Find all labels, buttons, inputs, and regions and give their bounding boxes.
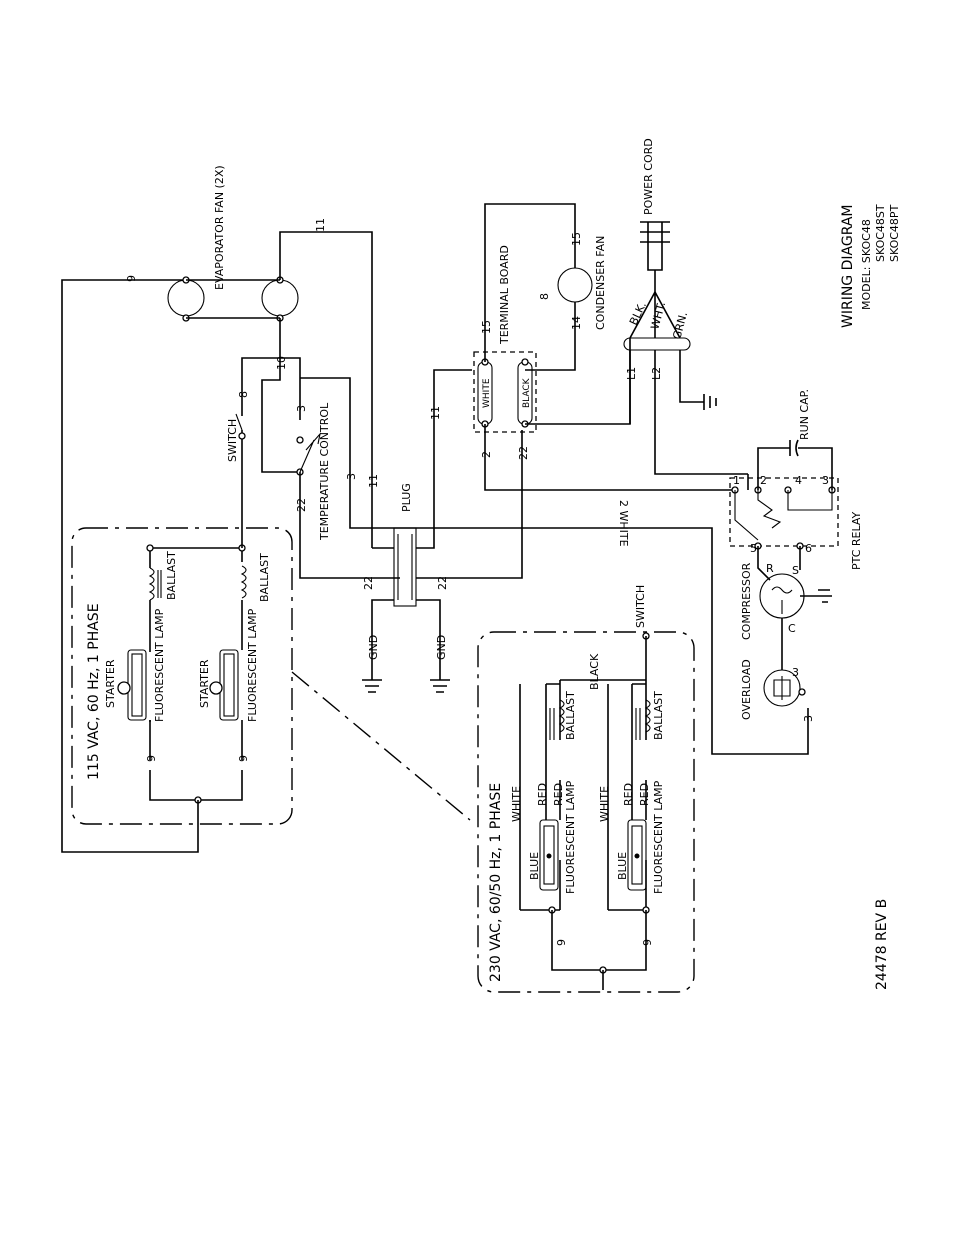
terminal-5: 5	[750, 542, 757, 555]
overload-terminal-3b: 3	[802, 715, 815, 722]
condenser-fan-motor	[557, 267, 593, 303]
fluorescent-lamp-1: STARTER FLUORESCENT LAMP	[104, 608, 166, 722]
starter-1-label: STARTER	[104, 659, 117, 708]
blk-label: BLK.	[627, 300, 649, 328]
ptc-relay: PTC RELAY 1 2 4 3 5 6 RUN CAP.	[729, 389, 863, 581]
black-wire-label: BLACK	[588, 653, 601, 690]
plug: PLUG 11 22 22 GND GND	[362, 369, 530, 693]
blue-wire-label: BLUE	[616, 852, 629, 880]
ballast-1-label: BALLAST	[165, 551, 178, 600]
wire-number-3: 3	[345, 473, 358, 480]
run-cap-label: RUN CAP.	[798, 389, 811, 440]
section-115vac-label: 115 VAC, 60 Hz, 1 PHASE	[86, 603, 102, 780]
model-line-3: SKOC48PT	[888, 204, 901, 262]
terminal-board-label: TERMINAL BOARD	[498, 245, 511, 345]
starter-2-label: STARTER	[198, 659, 211, 708]
tb-white-label: WHITE	[482, 378, 492, 408]
wire-number-3: 3	[295, 405, 308, 412]
wire-number-22: 22	[436, 576, 449, 590]
wire-number-14: 14	[570, 316, 583, 330]
lamp-1-label: FLUORESCENT LAMP	[153, 608, 166, 722]
wire-number-10: 10	[275, 356, 288, 370]
terminal-3: 3	[822, 474, 829, 487]
section-230vac: 230 VAC, 60/50 Hz, 1 PHASE SWITCH BLACK …	[291, 585, 695, 993]
red-wire-label: RED	[536, 783, 549, 806]
overload-label: OVERLOAD	[740, 659, 753, 720]
wire-number-9: 9	[237, 755, 250, 762]
ballast-230-2-label: BALLAST	[652, 691, 665, 740]
wire-number-9: 9	[125, 275, 138, 282]
power-cord-label: POWER CORD	[642, 138, 655, 215]
red-wire-label: RED	[622, 783, 635, 806]
wire-number-9: 9	[145, 755, 158, 762]
ballast-2-label: BALLAST	[258, 553, 271, 602]
fluorescent-lamp-2: STARTER FLUORESCENT LAMP	[198, 608, 259, 722]
switch-label: SWITCH	[226, 419, 239, 462]
model-line-2: SKOC48ST	[874, 204, 887, 262]
red-wire-label: RED	[638, 783, 651, 806]
gnd-label: GND	[435, 635, 448, 660]
title-block: WIRING DIAGRAM MODEL: SKOC48 SKOC48ST SK…	[840, 204, 901, 990]
white-wire-label: WHITE	[598, 786, 611, 822]
l1-label: L1	[625, 367, 638, 380]
wire-number-8: 8	[237, 391, 250, 398]
evaporator-fan-label: EVAPORATOR FAN (2X)	[213, 165, 226, 290]
wire-2-white-label: 2 WHITE	[617, 500, 630, 547]
evaporator-fans: 9 EVAPORATOR FAN (2X) 11 11 10	[61, 165, 380, 853]
model-line: MODEL: SKOC48	[860, 219, 873, 310]
gnd-label: GND	[367, 635, 380, 660]
wht-label: WHT.	[648, 300, 668, 330]
wire-number-15: 15	[570, 232, 583, 246]
overload	[763, 669, 801, 707]
switch-230-label: SWITCH	[634, 585, 647, 628]
grn-label: GRN.	[670, 310, 690, 340]
wire-number-22: 22	[295, 498, 308, 512]
overload-terminal-3: 3	[792, 666, 799, 679]
compressor: R S C COMPRESSOR 3 3 OVERLOAD	[740, 562, 832, 722]
wire-number-8: 8	[538, 293, 551, 300]
temperature-control-label: TEMPERATURE CONTROL	[318, 402, 331, 541]
wire-number-11: 11	[429, 406, 442, 420]
lamp-230-1-label: FLUORESCENT LAMP	[564, 780, 577, 894]
drawing-number: 24478 REV B	[874, 899, 890, 990]
wire-number-22: 22	[517, 446, 530, 460]
terminal-s: S	[792, 564, 799, 577]
ptc-relay-label: PTC RELAY	[850, 511, 863, 570]
condenser-fan-label: CONDENSER FAN	[594, 236, 607, 330]
terminal-1: 1	[733, 474, 740, 487]
wire-number-9: 9	[641, 939, 654, 946]
wire-number-11: 11	[314, 218, 327, 232]
blue-wire-label: BLUE	[528, 852, 541, 880]
plug-label: PLUG	[400, 483, 413, 512]
wire-number-22: 22	[362, 576, 375, 590]
ballast-2: BALLAST	[240, 553, 271, 602]
tb-black-label: BLACK	[522, 377, 532, 408]
wire-number-9: 9	[555, 939, 568, 946]
terminal-r: R	[766, 562, 774, 575]
wire-number-11: 11	[367, 474, 380, 488]
switch-and-temp-control: SWITCH 8 3 TEMPERATURE CONTROL 22 22 3	[226, 357, 809, 755]
junction	[146, 544, 154, 552]
wire-number-15: 15	[480, 320, 493, 334]
terminal-6: 6	[805, 542, 812, 555]
l2-label: L2	[650, 367, 663, 380]
ballast-1: BALLAST	[148, 551, 178, 601]
white-wire-label: WHITE	[510, 786, 523, 822]
power-cord: POWER CORD BLK. WHT. GRN. L1 L2	[623, 138, 748, 475]
wire-number-2: 2	[480, 451, 493, 458]
terminal-4: 4	[795, 474, 802, 487]
section-230vac-label: 230 VAC, 60/50 Hz, 1 PHASE	[488, 783, 504, 982]
diagram-title: WIRING DIAGRAM	[840, 204, 856, 328]
terminal-c: C	[788, 622, 796, 635]
lamp-2-label: FLUORESCENT LAMP	[246, 608, 259, 722]
section-115vac: 115 VAC, 60 Hz, 1 PHASE BALLAST BALLAST …	[71, 527, 293, 825]
compressor-label: COMPRESSOR	[740, 562, 753, 640]
ballast-230-1-label: BALLAST	[564, 691, 577, 740]
terminal-2: 2	[760, 474, 767, 487]
lamp-230-2-label: FLUORESCENT LAMP	[652, 780, 665, 894]
red-wire-label: RED	[552, 783, 565, 806]
terminal-board: WHITE BLACK TERMINAL BOARD 15 15 14 8 CO…	[473, 203, 735, 547]
